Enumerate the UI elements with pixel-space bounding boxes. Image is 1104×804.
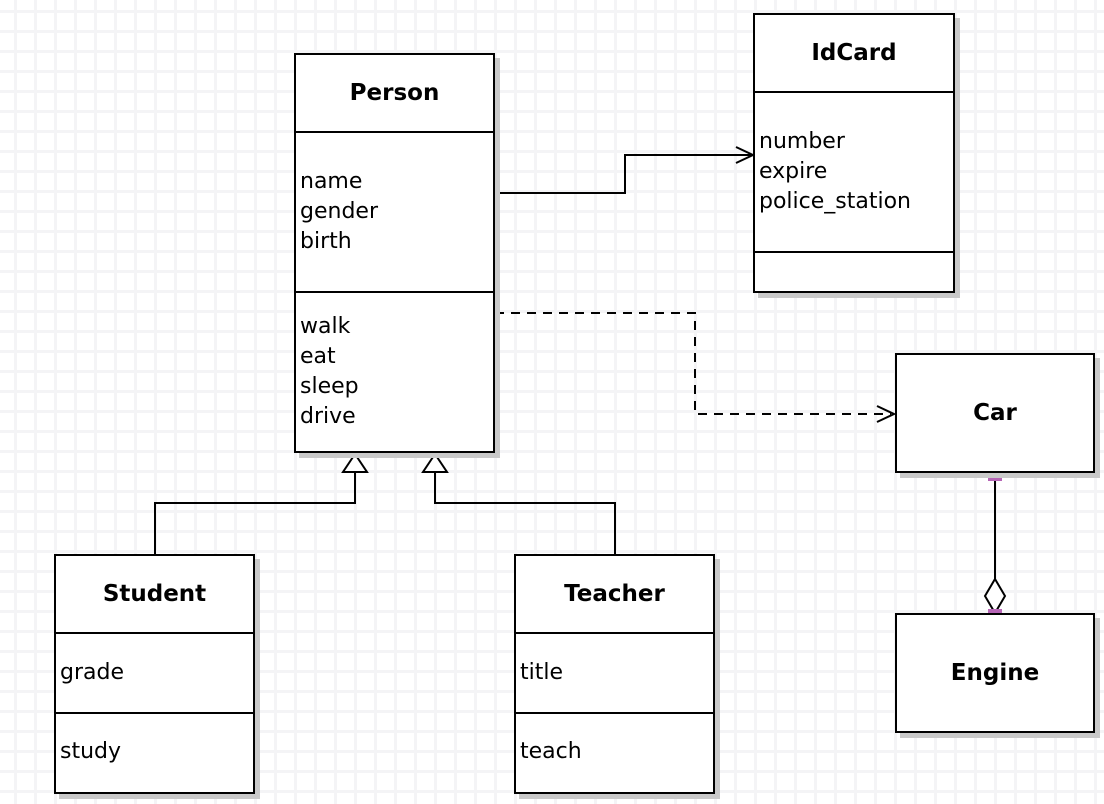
methods-compartment: teach	[516, 714, 713, 790]
hollow-diamond-icon	[983, 577, 1007, 615]
class-method: study	[60, 739, 122, 764]
class-title: IdCard	[755, 15, 953, 93]
attributes-compartment: number expire police_station	[755, 93, 953, 253]
class-attribute: number	[759, 129, 845, 154]
class-box-engine[interactable]: Engine	[895, 613, 1095, 733]
class-title: Person	[296, 55, 493, 133]
class-attribute: expire	[759, 159, 828, 184]
open-arrowhead-icon	[876, 405, 897, 423]
class-method: sleep	[300, 374, 359, 399]
class-method: eat	[300, 344, 336, 369]
class-attribute: gender	[300, 199, 378, 224]
class-title: Teacher	[516, 556, 713, 634]
methods-compartment	[755, 253, 953, 291]
attributes-compartment: name gender birth	[296, 133, 493, 293]
class-box-student[interactable]: Student grade study	[54, 554, 255, 794]
edge-association-person-idcard[interactable]	[495, 146, 756, 194]
methods-compartment: study	[56, 714, 253, 790]
edge-aggregation-car-engine[interactable]	[983, 467, 1007, 623]
class-attribute: grade	[60, 660, 124, 685]
class-method: walk	[300, 314, 351, 339]
class-attribute: birth	[300, 229, 352, 254]
class-attribute: name	[300, 169, 363, 194]
edge-generalization-student-person[interactable]	[154, 452, 369, 555]
class-title: Student	[56, 556, 253, 634]
class-title: Engine	[950, 660, 1040, 686]
edge-generalization-teacher-person[interactable]	[421, 452, 616, 555]
class-attribute: title	[520, 660, 564, 685]
class-box-person[interactable]: Person name gender birth walk eat sleep …	[294, 53, 495, 453]
hollow-triangle-icon	[341, 452, 369, 473]
edge-dependency-person-car[interactable]	[495, 312, 897, 423]
hollow-triangle-icon	[421, 452, 449, 473]
class-attribute: police_station	[759, 189, 911, 214]
attributes-compartment: title	[516, 634, 713, 714]
class-box-idcard[interactable]: IdCard number expire police_station	[753, 13, 955, 293]
class-title: Car	[973, 400, 1017, 426]
class-box-car[interactable]: Car	[895, 353, 1095, 473]
class-method: drive	[300, 404, 356, 429]
methods-compartment: walk eat sleep drive	[296, 293, 493, 451]
class-method: teach	[520, 739, 582, 764]
class-box-teacher[interactable]: Teacher title teach	[514, 554, 715, 794]
attributes-compartment: grade	[56, 634, 253, 714]
